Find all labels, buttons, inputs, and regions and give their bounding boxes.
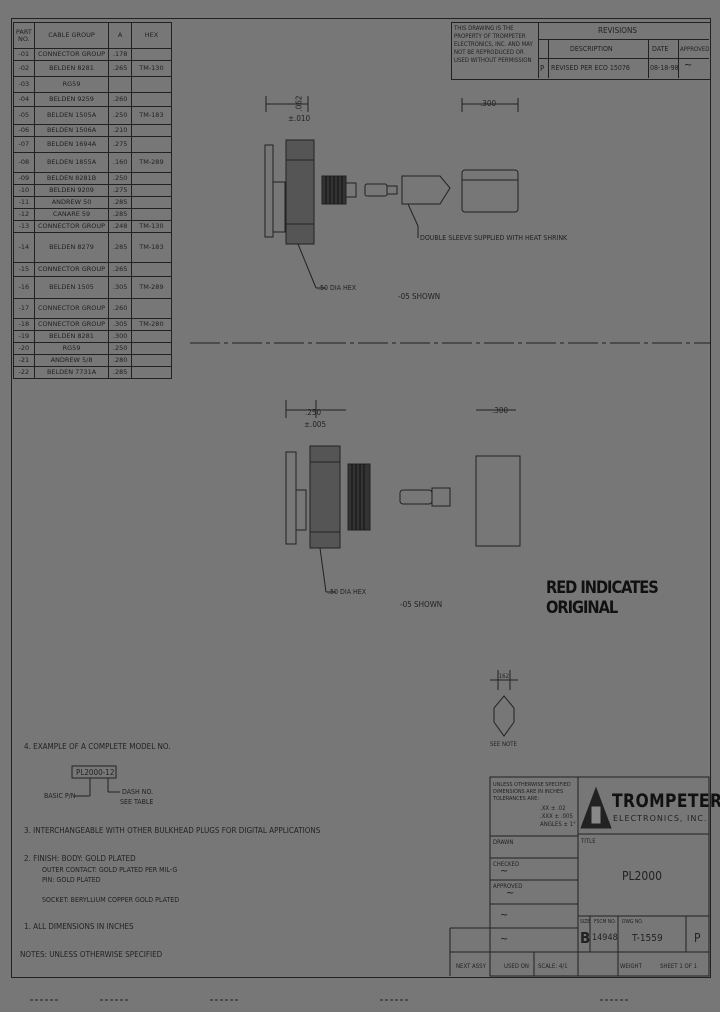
rev-col-date: DATE — [652, 45, 669, 53]
note-4-dash: DASH NO. — [122, 788, 154, 796]
drawing-title: PL2000 — [622, 869, 662, 883]
sheet-label: SHEET 1 OF 1 — [660, 963, 697, 970]
notes-footer: NOTES: UNLESS OTHERWISE SPECIFIED — [20, 950, 163, 959]
company-subtitle: ELECTRONICS, INC. — [613, 814, 708, 823]
note-4-base: BASIC P/N — [44, 792, 76, 800]
red-indicates-original: RED INDICATES ORIGINAL — [546, 578, 659, 618]
dim-top1-tol: ±.010 — [288, 114, 311, 123]
checked-label: CHECKED — [493, 861, 520, 868]
weight-label: WEIGHT — [620, 963, 642, 970]
revisions-title: REVISIONS — [598, 26, 637, 35]
size-label: SIZE — [580, 919, 591, 925]
table-cell: .160 — [108, 152, 132, 173]
divider — [648, 39, 649, 78]
rev-description: REVISED PER ECO 15076 — [551, 64, 630, 72]
signature-1: ~ — [500, 864, 509, 877]
tol-1: .XX ± .02 — [540, 805, 566, 812]
callout-hex-1: .50 DIA HEX — [318, 284, 357, 292]
note-3: 3. INTERCHANGEABLE WITH OTHER BULKHEAD P… — [24, 826, 321, 835]
revisions-notice: THIS DRAWING IS THE PROPERTY OF TROMPETE… — [454, 25, 533, 64]
callout-hex-2: .50 DIA HEX — [328, 588, 367, 596]
rev-date: 08-18-98 — [650, 64, 679, 72]
tol-2: .XXX ± .005 — [540, 813, 573, 820]
divider — [538, 39, 709, 40]
revisions-block — [451, 22, 711, 80]
note-4-title: 4. EXAMPLE OF A COMPLETE MODEL NO. — [24, 742, 171, 751]
company-logo-text: TROMPETER — [612, 790, 720, 812]
note-2-title: 2. FINISH: BODY: GOLD PLATED — [24, 854, 136, 863]
col-a: A — [108, 22, 132, 49]
note-2-line3: SOCKET: BERYLLIUM COPPER GOLD PLATED — [42, 896, 180, 904]
dwg-label: DWG NO. — [622, 919, 643, 925]
note-1: 1. ALL DIMENSIONS IN INCHES — [24, 922, 134, 931]
signature-3: ~ — [500, 908, 509, 921]
title-label: TITLE — [581, 838, 596, 845]
table-cell — [130, 366, 173, 379]
rev-col-approved: APPROVED — [680, 46, 710, 53]
divider — [538, 22, 539, 78]
view1-label: -05 SHOWN — [398, 292, 441, 301]
drawn-label: DRAWN — [493, 839, 514, 846]
table-cell: TM-130 — [130, 60, 173, 77]
size-value: B — [580, 929, 591, 947]
signature-2: ~ — [506, 886, 515, 899]
table-cell: BELDEN 7731A — [33, 366, 110, 379]
dim-bot2: .300 — [492, 406, 509, 415]
dwg-no-value: T-1559 — [632, 933, 663, 944]
table-cell: .305 — [108, 276, 132, 299]
note-4-model: PL2000-12 — [76, 768, 115, 777]
note-4-dash2: SEE TABLE — [120, 798, 154, 806]
fscm-value: 14948 — [592, 933, 618, 943]
note-2-line2: PIN: GOLD PLATED — [42, 876, 101, 884]
drawing-border — [11, 18, 711, 978]
tolerances-text: UNLESS OTHERWISE SPECIFIED DIMENSIONS AR… — [493, 782, 571, 802]
next-assy-label: NEXT ASSY — [456, 963, 486, 970]
used-on-label: USED ON — [504, 963, 529, 970]
tol-3: ANGLES ± 1° — [540, 821, 576, 828]
divider — [548, 39, 549, 78]
dim-bot1: .250 — [305, 408, 322, 417]
dim-bot1-tol: ±.005 — [304, 420, 327, 429]
approved-label: APPROVED — [493, 883, 523, 890]
rev-value: P — [694, 931, 701, 945]
callout-sleeve: DOUBLE SLEEVE SUPPLIED WITH HEAT SHRINK — [420, 234, 568, 242]
fscm-label: FSCM NO. — [594, 919, 616, 925]
small-label: SEE NOTE — [490, 741, 517, 748]
signature-4: ~ — [500, 932, 509, 945]
divider — [538, 58, 709, 59]
dim-top2: .300 — [480, 99, 497, 108]
rev-col-description: DESCRIPTION — [570, 45, 613, 53]
note-2-line1: OUTER CONTACT: GOLD PLATED PER MIL-G — [42, 866, 178, 874]
table-cell: .275 — [108, 184, 132, 197]
view2-label: -05 SHOWN — [400, 600, 443, 609]
approved-signature: ~ — [684, 58, 693, 71]
rev-letter: P — [540, 64, 545, 73]
divider — [678, 39, 679, 78]
table-cell: TM-183 — [130, 232, 173, 263]
scale-label: SCALE: 4/1 — [538, 963, 568, 970]
table-cell: .285 — [108, 366, 132, 379]
small-dim: .162 — [497, 673, 510, 680]
dim-top1: .062 — [294, 95, 304, 112]
